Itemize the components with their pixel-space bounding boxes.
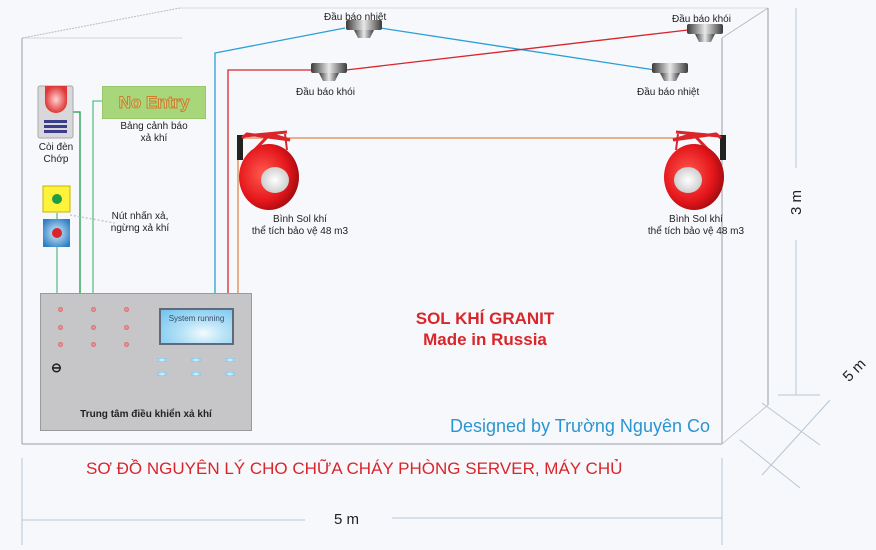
panel-screen: System running — [159, 308, 234, 345]
detector-label: Đầu báo nhiệt — [324, 12, 387, 23]
heat-detector-icon — [346, 20, 382, 38]
stop-button[interactable] — [43, 219, 70, 247]
height-dimension: 3 m — [788, 189, 806, 216]
indicator-led — [91, 342, 96, 347]
extinguisher-label-line1: Bình Sol khí — [669, 214, 723, 225]
no-entry-sign: No Entry — [102, 86, 206, 119]
brand-block: SOL KHÍ GRANIT Made in Russia — [390, 308, 580, 350]
indicator-led — [124, 307, 129, 312]
extinguisher-label: Bình Sol khí thể tích bảo vệ 48 m3 — [636, 214, 756, 238]
diagram-title: SƠ ĐỒ NGUYÊN LÝ CHO CHỮA CHÁY PHÒNG SERV… — [86, 459, 623, 478]
detector-label: Đầu báo khói — [296, 87, 355, 98]
width-dimension: 5 m — [334, 511, 360, 528]
indicator-led — [58, 307, 63, 312]
buttons-label-line2: ngừng xả khí — [110, 223, 170, 234]
smoke-detector-icon — [311, 63, 347, 81]
brand-name: SOL KHÍ GRANIT — [415, 309, 555, 328]
indicator-led — [124, 342, 129, 347]
strobe-label-line1: Còi đèn — [38, 142, 74, 153]
strobe-siren-icon — [37, 85, 74, 139]
indicator-led — [58, 342, 63, 347]
detector-label: Đầu báo nhiệt — [637, 87, 700, 98]
extinguisher-label-line1: Bình Sol khí — [273, 214, 327, 225]
indicator-led — [91, 325, 96, 330]
buttons-label-line1: Nút nhấn xả, — [111, 211, 169, 222]
panel-key[interactable] — [157, 358, 167, 362]
warning-sign-label-line1: Bảng cảnh báo — [120, 121, 188, 132]
heat-detector-icon — [652, 63, 688, 81]
panel-key[interactable] — [225, 372, 235, 376]
indicator-led — [58, 325, 63, 330]
warning-sign-label-line2: xả khí — [140, 133, 168, 144]
panel-key[interactable] — [191, 358, 201, 362]
room-outline — [21, 7, 769, 445]
extinguisher-label-line2: thể tích bảo vệ 48 m3 — [647, 226, 745, 237]
power-symbol-icon: ⊖ — [51, 360, 62, 375]
brand-origin: Made in Russia — [423, 330, 547, 349]
designer-credit: Designed by Trường Nguyên Co — [450, 416, 710, 436]
panel-key[interactable] — [225, 358, 235, 362]
panel-key[interactable] — [157, 372, 167, 376]
smoke-detector-icon — [687, 24, 723, 42]
extinguisher-label: Bình Sol khí thể tích bảo vệ 48 m3 — [240, 214, 360, 238]
indicator-led — [91, 307, 96, 312]
extinguisher-label-line2: thể tích bảo vệ 48 m3 — [251, 226, 349, 237]
panel-key[interactable] — [191, 372, 201, 376]
dimension-lines — [21, 8, 831, 545]
detector-label: Đầu báo khói — [672, 14, 731, 25]
smoke-detector-wire — [227, 29, 689, 293]
control-panel: System running ⊖ Trung tâm điều khiển xả… — [40, 293, 252, 431]
release-button[interactable] — [42, 185, 71, 213]
buttons-label: Nút nhấn xả, ngừng xả khí — [100, 211, 180, 235]
warning-sign-label: Bảng cảnh báo xả khí — [100, 121, 208, 145]
strobe-label-line2: Chớp — [43, 154, 69, 165]
strobe-label: Còi đèn Chớp — [28, 142, 84, 166]
control-panel-label: Trung tâm điều khiển xả khí — [80, 409, 212, 420]
aerosol-extinguisher-icon — [664, 130, 726, 210]
aerosol-extinguisher-icon — [237, 130, 299, 210]
indicator-led — [124, 325, 129, 330]
heat-detector-wire — [214, 27, 656, 293]
